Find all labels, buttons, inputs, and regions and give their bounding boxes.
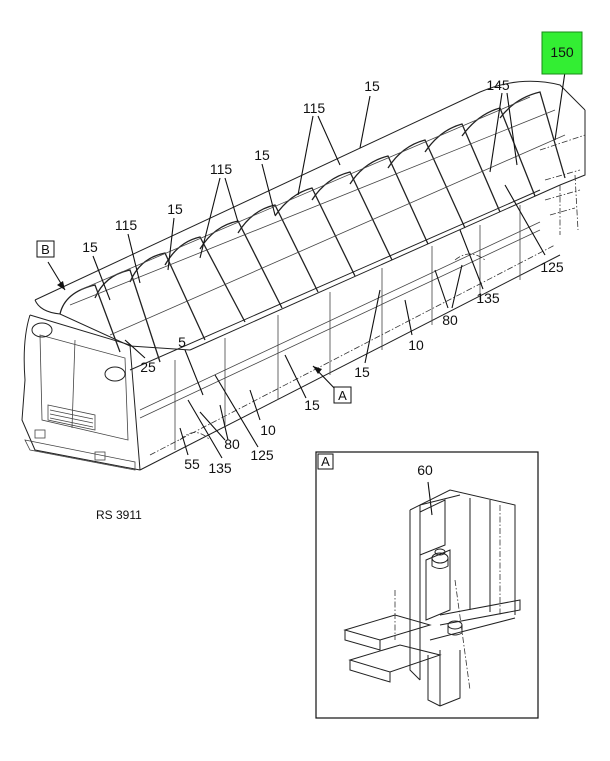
callout-10-right: 10 <box>408 337 424 353</box>
callout-115-c: 115 <box>115 217 138 233</box>
callout-15-top-a: 15 <box>364 78 380 94</box>
callout-15-front: 15 <box>82 239 98 255</box>
callout-15-right: 15 <box>354 364 370 380</box>
callout-125-top: 125 <box>540 259 564 275</box>
callout-115-b: 115 <box>210 161 233 177</box>
callout-135-left: 135 <box>208 460 232 476</box>
view-label-b-text: B <box>41 242 50 257</box>
callout-numbers: 150 145 125 135 80 10 15 15 115 15 115 1… <box>82 31 583 476</box>
callout-25: 25 <box>140 359 156 375</box>
callout-10-left: 10 <box>260 422 276 438</box>
callout-5: 5 <box>178 334 186 350</box>
detail-a-panel: A 60 <box>315 451 539 719</box>
callout-60: 60 <box>417 462 433 478</box>
view-label-a: A <box>333 386 352 404</box>
callout-15-bottom: 15 <box>304 397 320 413</box>
callout-80-left: 80 <box>224 436 240 452</box>
callout-150: 150 <box>550 44 574 60</box>
figure-caption: RS 3911 <box>96 508 142 522</box>
callout-80-right: 80 <box>442 312 458 328</box>
callout-145: 145 <box>486 77 510 93</box>
callout-115-a: 115 <box>303 100 326 116</box>
view-label-a-text: A <box>338 388 347 403</box>
view-label-b: B <box>36 240 55 258</box>
callout-15-top-c: 15 <box>167 201 183 217</box>
callout-15-top-b: 15 <box>254 147 270 163</box>
highlight-box-150 <box>541 31 583 75</box>
leader-lines <box>47 71 566 459</box>
bracket-illustration <box>343 489 521 707</box>
callout-55: 55 <box>184 456 200 472</box>
callout-125-bottom: 125 <box>250 447 274 463</box>
callout-135-right: 135 <box>476 290 500 306</box>
detail-a-label: A <box>321 454 330 469</box>
